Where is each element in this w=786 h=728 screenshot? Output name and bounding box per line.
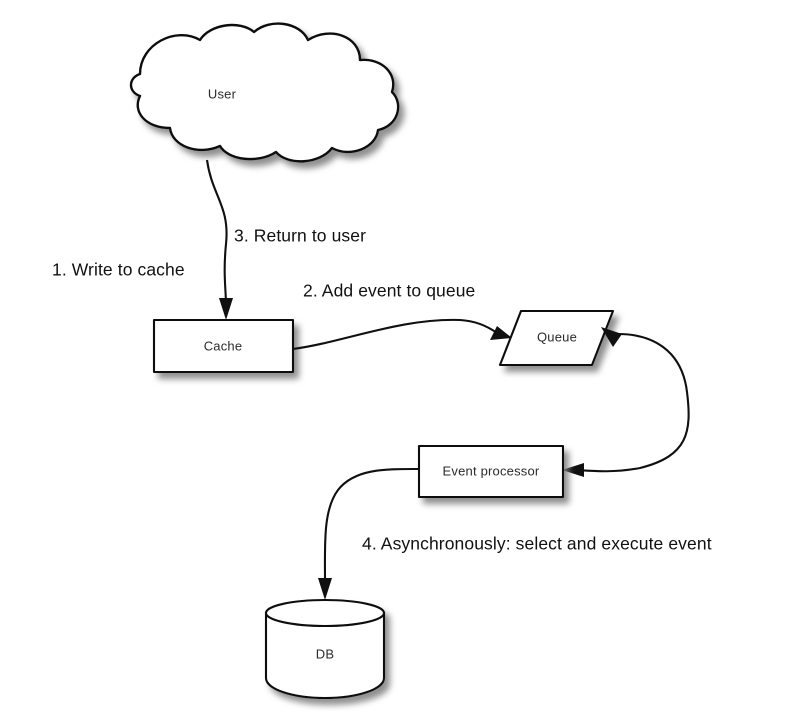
db-label: DB: [316, 646, 334, 661]
connector-queue-event-processor-loop: [562, 327, 690, 477]
db-cylinder-body: [264, 611, 386, 700]
connector-event-processor-to-db: [318, 467, 420, 600]
event-processor-to-db-arrowhead: [318, 578, 332, 600]
db-cylinder-shape: [264, 598, 386, 700]
cache-box-shape: [152, 318, 295, 374]
step-1-label: 1. Write to cache: [52, 260, 185, 280]
node-cache[interactable]: Cache: [152, 318, 295, 374]
user-to-cache-line: [205, 159, 228, 306]
db-cylinder-top: [264, 598, 386, 628]
cache-to-queue-arrowhead: [490, 326, 512, 340]
queue-event-processor-loop-line: [577, 332, 690, 473]
user-label: User: [208, 86, 237, 101]
user-cloud-shape: [129, 22, 400, 163]
queue-label: Queue: [537, 329, 577, 344]
cache-to-queue-line: [292, 318, 498, 351]
node-event-processor[interactable]: Event processor: [417, 444, 565, 499]
loop-to-event-processor-arrowhead: [562, 463, 584, 477]
event-processor-box-shape: [417, 444, 565, 499]
event-processor-to-db-line: [323, 467, 420, 581]
step-3-label: 3. Return to user: [234, 226, 366, 246]
step-2-label: 2. Add event to queue: [303, 281, 475, 301]
node-queue[interactable]: Queue: [498, 309, 615, 367]
queue-shape: [498, 309, 615, 367]
connector-user-to-cache: [205, 159, 233, 320]
node-user[interactable]: User: [129, 22, 400, 163]
event-processor-label: Event processor: [443, 463, 540, 478]
node-db[interactable]: DB: [264, 598, 386, 700]
user-to-cache-arrowhead: [219, 298, 233, 320]
cache-label: Cache: [204, 338, 243, 353]
loop-to-queue-arrowhead: [601, 327, 622, 347]
step-4-label: 4. Asynchronously: select and execute ev…: [362, 534, 712, 554]
connector-cache-to-queue: [292, 318, 512, 351]
